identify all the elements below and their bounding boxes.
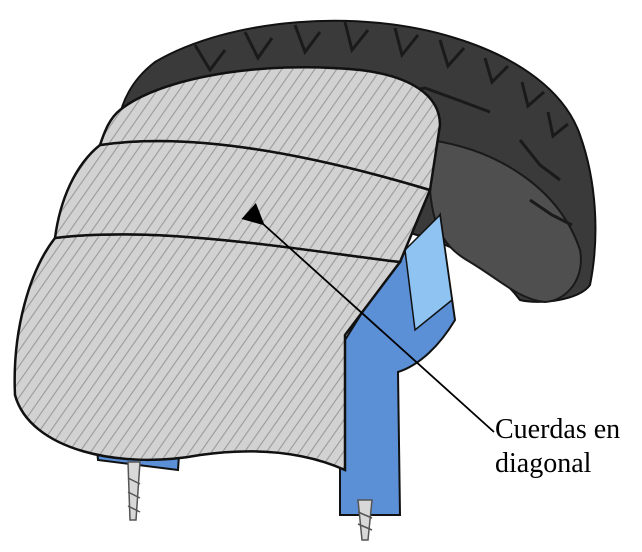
bead-wire-right xyxy=(358,500,372,540)
callout-label-line2: diagonal xyxy=(495,447,620,481)
bead-wires xyxy=(128,462,372,540)
callout-label: Cuerdas en diagonal xyxy=(495,413,620,481)
callout-label-line1: Cuerdas en xyxy=(495,413,620,447)
ply-layer-bottom xyxy=(15,234,400,470)
